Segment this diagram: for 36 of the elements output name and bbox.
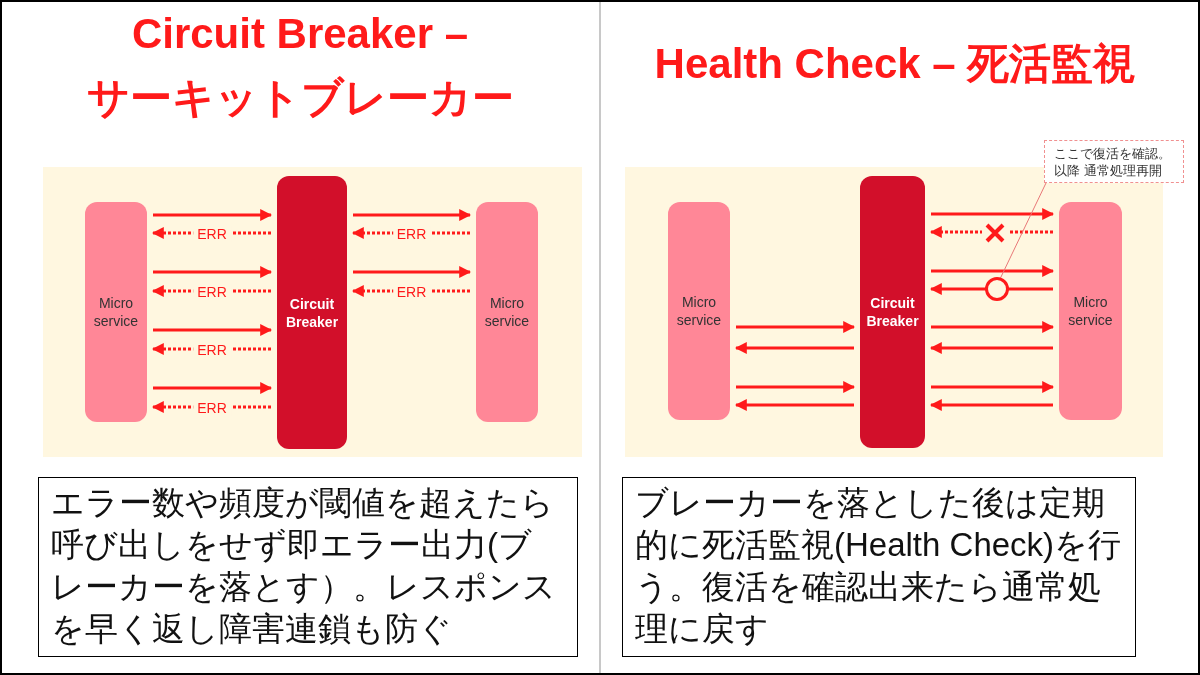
microservice-box: Micro service — [1059, 202, 1122, 420]
microservice-box: Micro service — [476, 202, 538, 422]
arrow — [736, 321, 856, 333]
microservice-box: Micro service — [668, 202, 730, 420]
edge-label: ERR — [193, 400, 231, 416]
microservice-box: Micro service — [85, 202, 147, 422]
arrow — [153, 209, 273, 221]
arrow — [353, 266, 472, 278]
arrow — [153, 324, 273, 336]
callout-box: ここで復活を確認。以降 通常処理再開 — [1044, 140, 1184, 183]
leader-line — [999, 182, 1047, 280]
arrow — [929, 283, 1053, 295]
edge-label: ERR — [392, 284, 431, 300]
arrow — [734, 399, 854, 411]
arrow — [929, 342, 1053, 354]
arrow — [929, 399, 1053, 411]
title: Health Check – 死活監視 — [653, 39, 1137, 89]
circuit-breaker-box: Circuit Breaker — [860, 176, 925, 448]
edge-label: ERR — [392, 226, 431, 242]
edge-label: ERR — [193, 342, 231, 358]
edge-label: ERR — [193, 226, 231, 242]
title: Circuit Breaker – サーキットブレーカー — [85, 9, 515, 123]
description-box: ブレーカーを落とした後は定期的に死活監視(Health Check)を行う。復活を確認出来たら通常処理に戻す — [622, 477, 1136, 657]
dashed-arrow — [929, 226, 1053, 238]
arrow — [153, 382, 273, 394]
circuit-breaker-box: Circuit Breaker — [277, 176, 347, 449]
arrow — [931, 208, 1055, 220]
arrow — [931, 381, 1055, 393]
arrow — [353, 209, 472, 221]
arrow — [734, 342, 854, 354]
arrow — [736, 381, 856, 393]
arrow — [931, 265, 1055, 277]
edge-label: ERR — [193, 284, 231, 300]
description-box: エラー数や頻度が閾値を超えたら呼び出しをせず即エラー出力(ブレーカーを落とす）。レスポンスを早く返し障害連鎖も防ぐ — [38, 477, 578, 657]
arrow — [153, 266, 273, 278]
arrow — [931, 321, 1055, 333]
